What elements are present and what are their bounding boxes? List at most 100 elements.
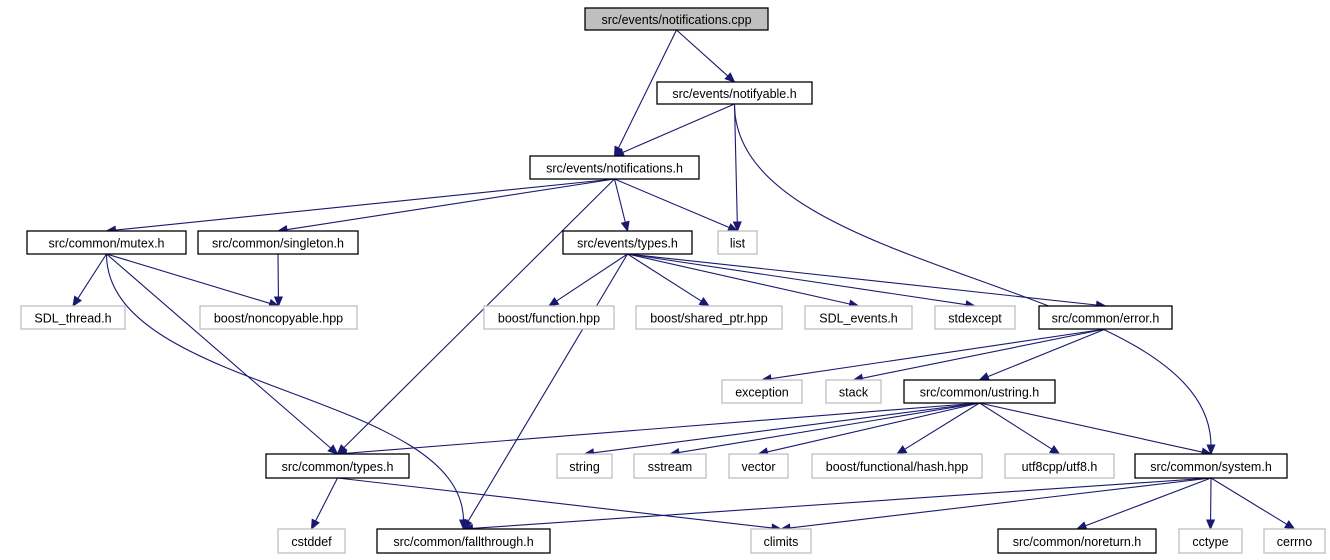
node-label: sstream (648, 460, 692, 474)
node-boost-function-hpp: boost/function.hpp (483, 305, 615, 330)
node-box (20, 305, 126, 330)
node-label: stack (839, 386, 869, 400)
edge-src-common-types-h-to-climits (337, 477, 783, 533)
arrowhead (698, 297, 711, 307)
node-box (635, 305, 783, 330)
edges-layer (72, 29, 1296, 533)
node-label: vector (741, 460, 775, 474)
arrowhead (978, 372, 991, 381)
edge-src-common-system-h-to-cerrno (1210, 477, 1296, 530)
node-box (717, 230, 758, 255)
edge-src-common-system-h-to-cctype (1206, 477, 1216, 531)
node-climits: climits (750, 528, 812, 554)
node-box (656, 81, 813, 105)
node-box (26, 230, 187, 255)
node-box (728, 453, 789, 479)
node-label: src/events/notifyable.h (672, 87, 796, 101)
arrowhead (1206, 519, 1216, 531)
node-label: climits (764, 535, 799, 549)
node-box (903, 379, 1056, 404)
arrowhead (1049, 445, 1061, 455)
node-string: string (556, 453, 613, 479)
edge-src-events-notifications-h-to-src-common-singleton-h (276, 178, 615, 235)
node-box (750, 528, 812, 554)
node-cstddef: cstddef (277, 528, 346, 554)
edge-src-events-notifications-h-to-src-common-mutex-h (105, 178, 615, 235)
node-label: string (569, 460, 600, 474)
node-src-events-types-h[interactable]: src/events/types.h (562, 230, 693, 255)
edge-src-common-ustring-h-to-sstream (668, 402, 980, 457)
node-box (1263, 528, 1326, 554)
edge-src-common-error-h-to-src-common-ustring-h (978, 328, 1106, 381)
node-box (811, 453, 983, 479)
node-src-common-fallthrough-h[interactable]: src/common/fallthrough.h (376, 528, 551, 554)
edge-src-events-notifyable-h-to-list (732, 103, 742, 233)
node-label: src/common/ustring.h (920, 386, 1040, 400)
node-box (633, 453, 707, 479)
edge-src-common-error-h-to-stack (852, 328, 1106, 383)
node-exception: exception (721, 379, 803, 404)
node-src-common-ustring-h[interactable]: src/common/ustring.h (903, 379, 1056, 404)
edge-src-events-types-h-to-sdl-events-h (627, 253, 860, 309)
node-vector: vector (728, 453, 789, 479)
node-label: list (730, 237, 746, 251)
node-stdexcept: stdexcept (934, 305, 1016, 330)
node-box (483, 305, 615, 330)
node-label: src/common/noreturn.h (1013, 535, 1142, 549)
node-box (1134, 453, 1288, 479)
node-boost-functional-hash-hpp: boost/functional/hash.hpp (811, 453, 983, 479)
arrowhead (1206, 444, 1216, 456)
node-box (265, 453, 410, 479)
node-src-common-system-h[interactable]: src/common/system.h (1134, 453, 1288, 479)
arrowhead (732, 221, 742, 233)
edge-src-common-ustring-h-to-src-common-system-h (979, 402, 1213, 457)
edge-src-common-mutex-h-to-sdl-thread-h (72, 253, 107, 308)
node-label: src/common/types.h (282, 460, 394, 474)
node-label: exception (735, 386, 789, 400)
node-label: boost/noncopyable.hpp (214, 312, 343, 326)
node-cerrno: cerrno (1263, 528, 1326, 554)
arrowhead (327, 444, 339, 455)
arrowhead (1284, 520, 1296, 530)
edge-src-common-mutex-h-to-boost-noncopyable-hpp (106, 253, 280, 308)
node-src-common-mutex-h[interactable]: src/common/mutex.h (26, 230, 187, 255)
edge-src-common-ustring-h-to-boost-functional-hash-hpp (895, 402, 980, 455)
node-label: boost/functional/hash.hpp (826, 460, 969, 474)
node-src-common-types-h[interactable]: src/common/types.h (265, 453, 410, 479)
node-label: src/common/error.h (1052, 312, 1160, 326)
arrowhead (72, 295, 82, 308)
node-src-common-error-h[interactable]: src/common/error.h (1038, 305, 1173, 330)
node-label: boost/shared_ptr.hpp (650, 312, 767, 326)
node-box (997, 528, 1157, 554)
node-label: src/events/types.h (577, 237, 678, 251)
node-src-common-singleton-h[interactable]: src/common/singleton.h (197, 230, 359, 255)
node-label: cerrno (1277, 535, 1312, 549)
node-label: SDL_thread.h (34, 312, 111, 326)
node-label: src/common/system.h (1150, 460, 1272, 474)
node-src-events-notifications-cpp[interactable]: src/events/notifications.cpp (584, 7, 769, 31)
node-label: cctype (1192, 535, 1228, 549)
node-src-events-notifications-h[interactable]: src/events/notifications.h (529, 155, 700, 180)
node-label: src/events/notifications.cpp (601, 13, 751, 27)
node-box (584, 7, 769, 31)
node-label: boost/function.hpp (498, 312, 600, 326)
node-label: cstddef (291, 535, 332, 549)
edge-src-common-singleton-h-to-boost-noncopyable-hpp (273, 253, 283, 308)
edge-src-events-types-h-to-stdexcept (627, 253, 977, 310)
node-cctype: cctype (1178, 528, 1243, 554)
edge-src-common-ustring-h-to-src-common-types-h (336, 402, 980, 458)
node-src-events-notifyable-h[interactable]: src/events/notifyable.h (656, 81, 813, 105)
edge-src-events-types-h-to-boost-function-hpp (547, 253, 628, 307)
node-box (721, 379, 803, 404)
node-stack: stack (825, 379, 882, 404)
node-list: list (717, 230, 758, 255)
node-box (934, 305, 1016, 330)
node-box (556, 453, 613, 479)
edge-src-common-mutex-h-to-src-common-types-h (106, 253, 339, 455)
edge-src-events-notifyable-h-to-src-events-notifications-h (613, 103, 735, 157)
node-sdl-thread-h: SDL_thread.h (20, 305, 126, 330)
node-src-common-noreturn-h[interactable]: src/common/noreturn.h (997, 528, 1157, 554)
node-box (1178, 528, 1243, 554)
edge-src-events-notifications-h-to-src-events-types-h (613, 178, 630, 233)
